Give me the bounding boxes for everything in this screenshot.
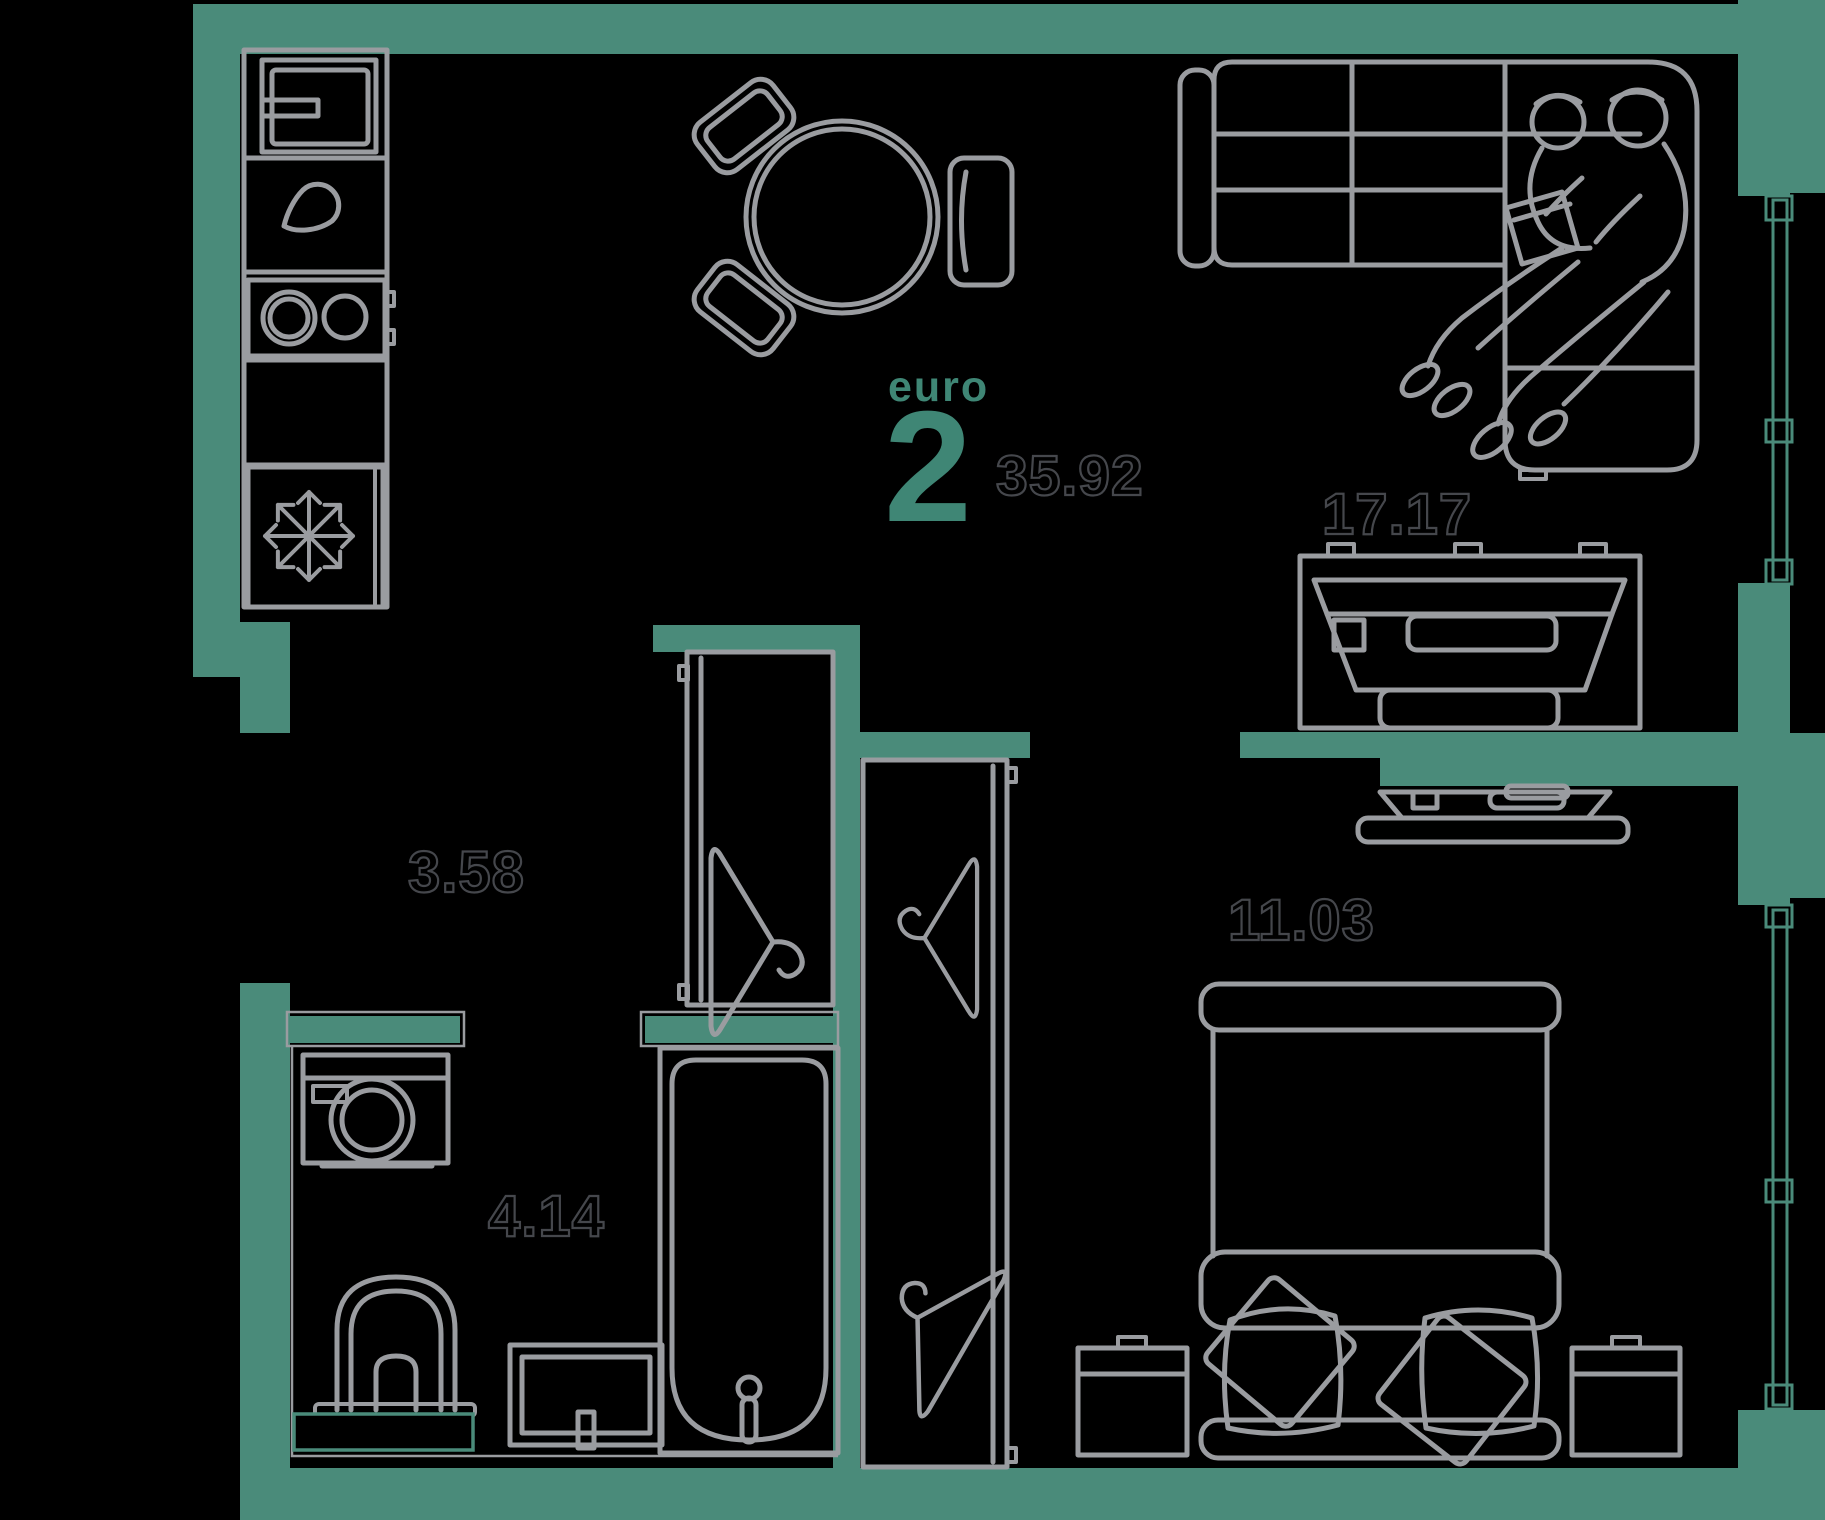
wardrobe-icon xyxy=(677,649,836,1035)
pillow-icon xyxy=(1203,1275,1357,1429)
wall-right-3 xyxy=(1738,1410,1790,1520)
people-reading-icon xyxy=(1399,87,1689,460)
hanger-icon xyxy=(853,1233,1007,1418)
wall-entry-jamb xyxy=(240,622,290,733)
bathroom-outline xyxy=(285,1010,840,1458)
window-living-icon xyxy=(1764,194,1794,586)
tv-icon xyxy=(1355,783,1631,845)
wall-bedroom-a xyxy=(860,732,1030,758)
washbasin-icon xyxy=(507,1342,665,1451)
toilet-icon xyxy=(313,1274,477,1418)
pillow-icon xyxy=(1419,1307,1541,1437)
tv-console-icon xyxy=(1297,542,1643,731)
nightstand-icon xyxy=(1569,1335,1683,1458)
corner-sofa-icon xyxy=(1177,59,1700,481)
dining-table-icon xyxy=(743,118,941,316)
bedroom-area-label: 11.03 xyxy=(1227,888,1375,953)
nightstand-icon xyxy=(1075,1335,1190,1458)
hallway-area-label: 3.58 xyxy=(407,840,525,905)
cooktop-icon xyxy=(245,277,396,359)
wall-top xyxy=(193,4,1825,54)
wall-right-pier-top xyxy=(1790,0,1825,193)
wall-right-1 xyxy=(1738,0,1790,196)
wall-bathroom-top-b xyxy=(645,1016,835,1043)
window-bedroom-icon xyxy=(1764,903,1794,1411)
pillow-icon xyxy=(1375,1313,1529,1467)
bathroom-area-label: 4.14 xyxy=(487,1184,605,1249)
wall-bedroom-b xyxy=(1240,732,1740,758)
unit-type-label: euro xyxy=(888,363,990,411)
dining-chair-icon xyxy=(691,76,797,176)
burner-icon xyxy=(281,181,342,233)
rooms-count-label: 2 xyxy=(884,379,972,555)
wall-right-pier-bottom xyxy=(1790,1410,1825,1520)
wall-right-2 xyxy=(1738,583,1790,905)
bed-icon xyxy=(1198,981,1562,1467)
pillow-icon xyxy=(1221,1306,1344,1436)
kitchen-sink-icon xyxy=(259,57,379,155)
dining-chair-icon xyxy=(691,258,797,358)
living-room-area-label: 17.17 xyxy=(1321,482,1473,547)
total-area-label: 35.92 xyxy=(995,444,1144,508)
wall-bathroom-top-a xyxy=(290,1016,460,1043)
wall-left-upper xyxy=(193,4,240,677)
kitchen-block xyxy=(241,47,396,610)
wall-left-lower xyxy=(240,983,290,1520)
wall-bottom xyxy=(240,1468,1825,1520)
vanity-counter-icon xyxy=(292,1412,475,1452)
wall-hall-stub xyxy=(653,625,860,652)
wardrobe-icon xyxy=(853,757,1018,1470)
wall-bedroom-b-thick xyxy=(1380,758,1740,786)
bathtub-icon xyxy=(657,1045,841,1456)
refrigerator-snowflake-icon xyxy=(245,464,386,610)
wall-right-pier-mid xyxy=(1790,733,1825,898)
hanger-icon xyxy=(900,859,978,1016)
washing-machine-icon xyxy=(300,1052,451,1169)
dining-chair-icon xyxy=(947,155,1015,288)
